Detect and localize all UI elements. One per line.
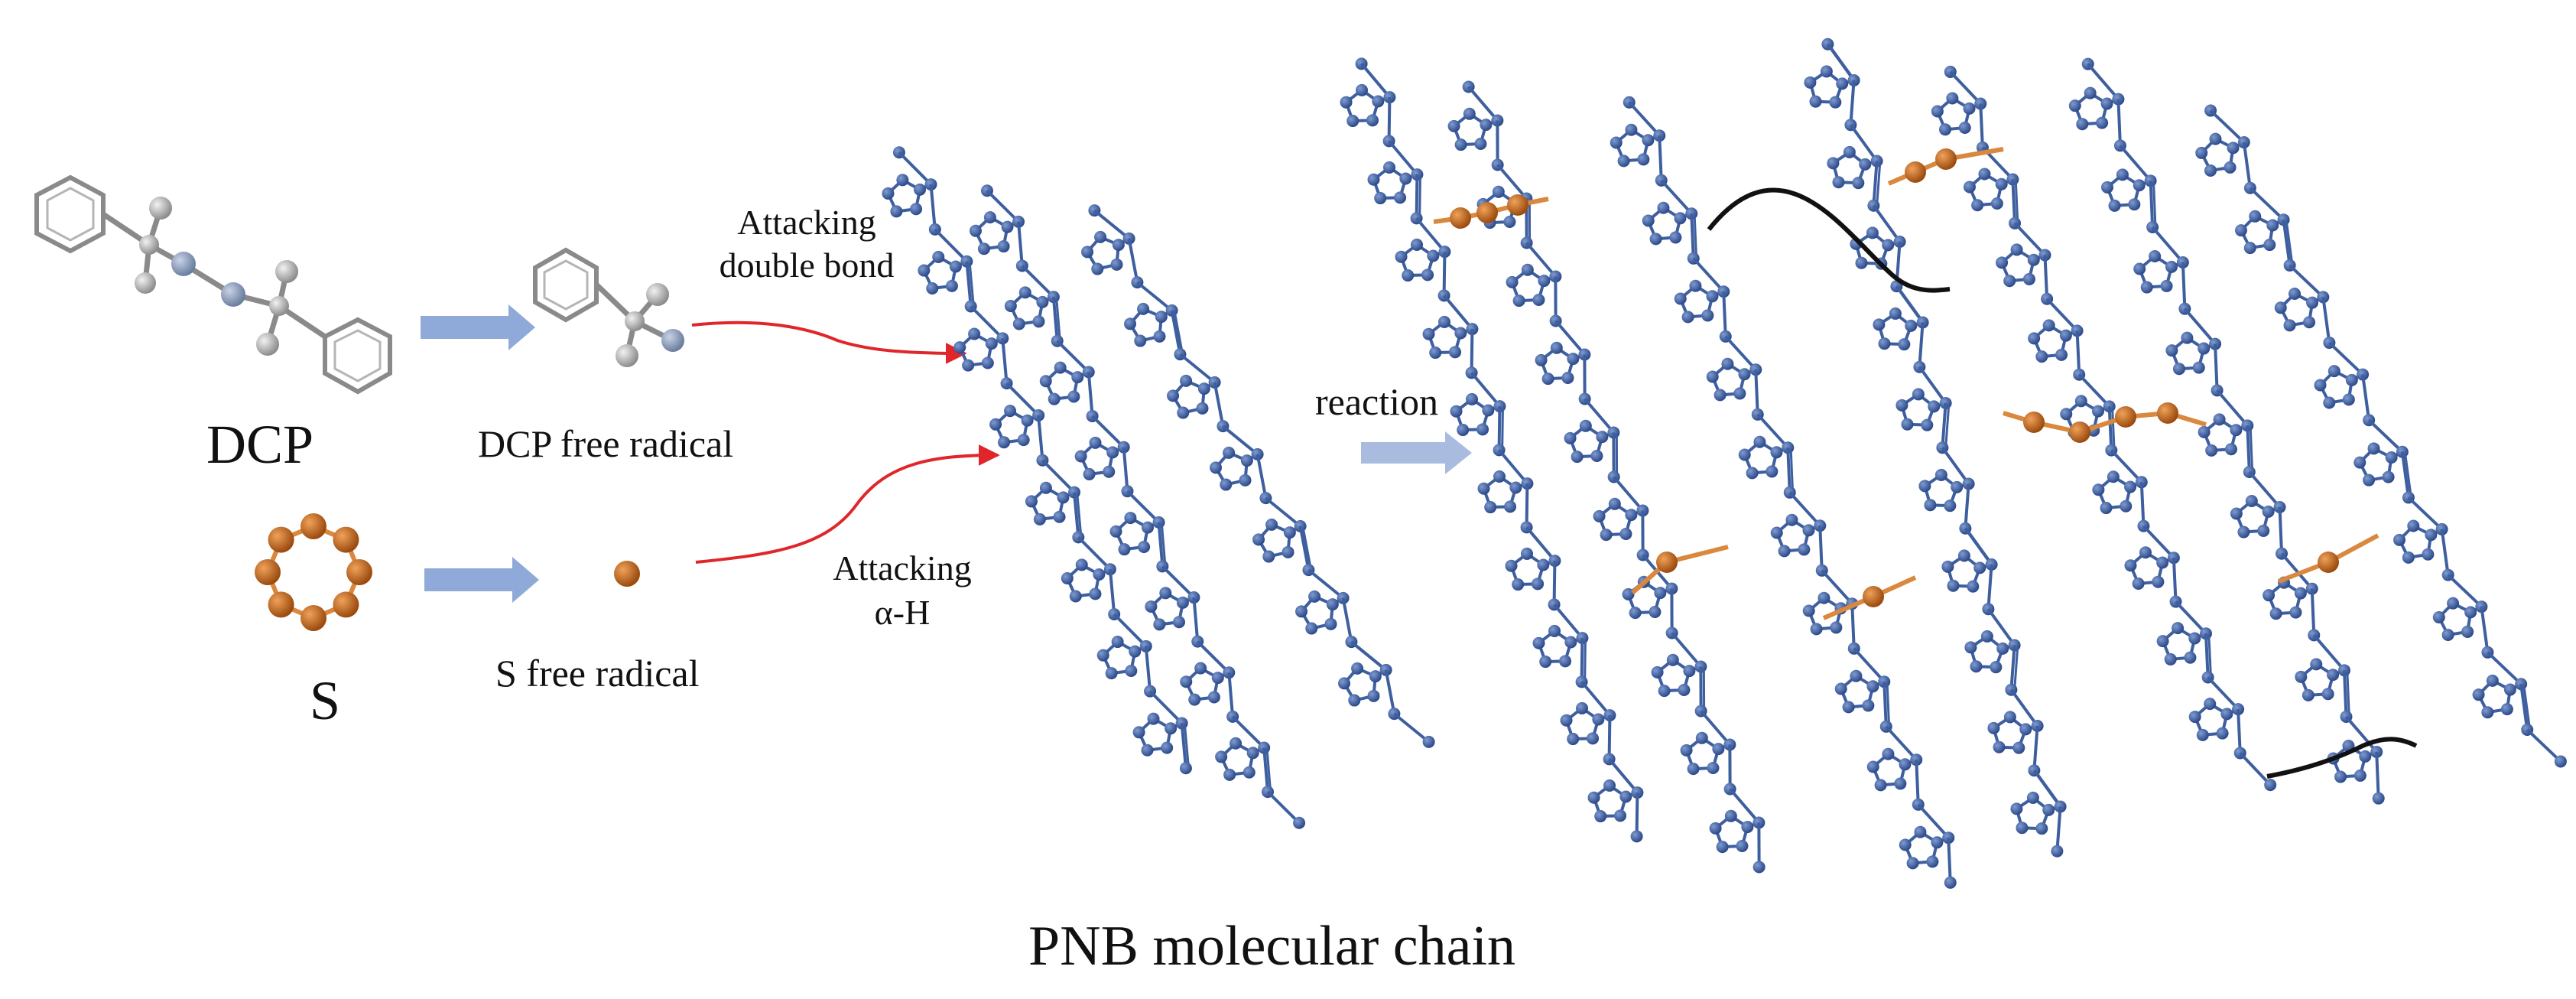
polymer-chain <box>1804 38 2066 857</box>
polymer-chain <box>1610 96 1957 889</box>
dcp-to-radical-arrow <box>421 304 535 350</box>
dcp-label: DCP <box>206 417 313 472</box>
sulfur-bridge <box>1824 578 1915 618</box>
sulfur-atom <box>346 559 372 585</box>
attack-alpha-line1: Attacking <box>814 551 990 586</box>
sulfur-atom <box>300 513 326 539</box>
sulfur-bridge <box>2279 535 2378 581</box>
alpha-h-attack-arrow <box>696 455 998 562</box>
sulfur-atom <box>255 559 281 585</box>
sulfur-label: S <box>310 673 340 728</box>
pnb-chains-before <box>882 146 1434 829</box>
carbon-carbon-link <box>1709 190 1950 291</box>
sulfur-atom <box>268 591 294 617</box>
polymer-chain <box>1931 66 2276 791</box>
attack-alpha-line2: α-H <box>814 595 990 630</box>
sulfur-atom <box>333 527 359 553</box>
dcp-radical-molecule <box>535 250 684 367</box>
s-to-radical-arrow <box>424 557 539 603</box>
dcp-radical-label: DCP free radical <box>478 425 733 463</box>
reaction-label: reaction <box>1315 382 1438 421</box>
double-bond-attack-arrow <box>692 323 965 353</box>
sulfur-radical-atom <box>614 561 640 587</box>
dcp-molecule <box>37 177 390 392</box>
caption: PNB molecular chain <box>1028 918 1515 975</box>
attack-alpha-h-label: Attacking α-H <box>814 551 990 630</box>
attack-double-line1: Attacking <box>700 205 914 240</box>
sulfur-atom <box>333 591 359 617</box>
s-radical-label: S free radical <box>495 654 700 692</box>
attack-double-line2: double bond <box>700 248 914 283</box>
sulfur-ring <box>255 513 372 631</box>
sulfur-atom <box>268 527 294 553</box>
reaction-arrow <box>1361 431 1472 474</box>
attack-double-bond-label: Attacking double bond <box>700 205 914 283</box>
sulfur-atom <box>300 605 326 631</box>
